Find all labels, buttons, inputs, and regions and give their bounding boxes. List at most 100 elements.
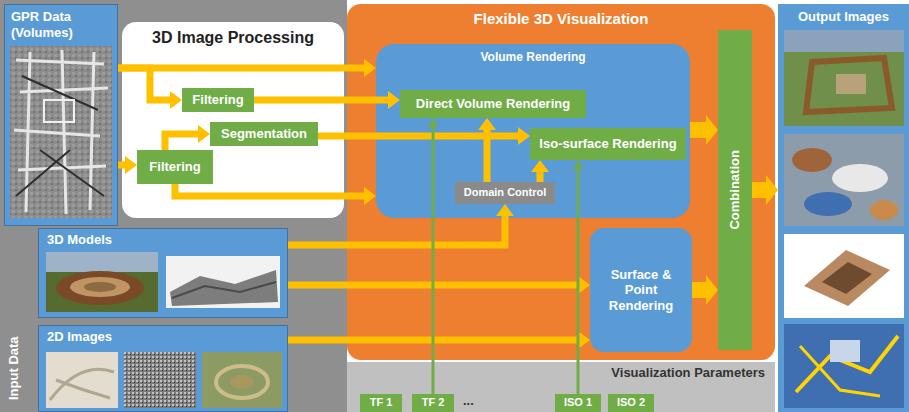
output-image <box>784 134 904 226</box>
box-title: Output Images <box>778 4 909 30</box>
photo-image <box>46 352 118 408</box>
box-label: Combination <box>727 150 743 229</box>
connector-line <box>118 68 171 100</box>
connector-line <box>288 282 579 289</box>
arrow-head <box>578 331 590 349</box>
parameter-arrow <box>428 118 438 394</box>
parameter-box: TF 1 <box>360 394 402 412</box>
flow-arrow <box>165 125 210 150</box>
arrow-head <box>388 91 400 109</box>
box-label: Segmentation <box>221 126 307 142</box>
process-box: Iso-surface Rendering <box>530 128 686 160</box>
connector-line <box>318 133 519 140</box>
arrow-head <box>198 125 210 143</box>
box-label: Input Data <box>6 336 22 400</box>
noise-image <box>124 352 196 408</box>
connector-line <box>288 215 505 245</box>
box-label: TF 2 <box>422 396 445 409</box>
flow-arrow <box>288 276 590 294</box>
box-label: ISO 2 <box>617 396 645 409</box>
box-title: 3D Models <box>39 229 287 251</box>
arrow-head <box>496 204 514 216</box>
box-title: Flexible 3D Visualization <box>347 4 775 34</box>
box-label: Filtering <box>192 92 243 108</box>
arrow-head <box>706 115 718 145</box>
processing-box: 3D Image ProcessingFilteringSegmentation… <box>122 22 344 218</box>
flow-arrow <box>118 68 182 109</box>
arrow-head <box>170 91 182 109</box>
flow-arrow <box>254 91 400 109</box>
arrow-head <box>518 127 530 145</box>
arrow-head <box>125 156 137 174</box>
arrow-head <box>578 276 590 294</box>
arrow-head <box>428 118 438 127</box>
connector-line <box>432 126 435 394</box>
connector-line <box>254 97 389 104</box>
data-box: 2D Images <box>38 325 288 412</box>
box-title: Visualization Parameters <box>347 362 775 384</box>
process-box: Filtering <box>137 150 213 184</box>
connector-line <box>484 129 491 182</box>
ellipsis-label: ... <box>463 393 474 408</box>
aerial-image <box>202 352 282 408</box>
arrow-head <box>573 160 583 169</box>
flow-arrow <box>118 156 137 174</box>
connector-line <box>288 337 579 344</box>
data-box: GPR Data (Volumes) <box>4 4 118 226</box>
parameter-band: Visualization Parameters TF 1 TF 2 ISO 1 ISO… <box>347 362 775 412</box>
connector-line <box>165 134 199 150</box>
arrow-head <box>766 175 778 205</box>
connector-line <box>690 122 707 138</box>
flow-arrow <box>692 275 718 305</box>
input-panel: Input DataGPR Data (Volumes)3D Image Pro… <box>0 0 347 412</box>
connector-line <box>752 182 767 198</box>
arrow-head <box>364 187 376 205</box>
box-title: 2D Images <box>39 326 287 348</box>
box-title: Volume Rendering <box>376 44 690 70</box>
visualization-panel: Flexible 3D VisualizationVolume Renderin… <box>347 4 775 360</box>
parameter-box: TF 2 <box>412 394 454 412</box>
connector-line <box>692 282 707 298</box>
flow-arrow <box>288 204 514 245</box>
box-label: Domain Control <box>464 186 547 199</box>
rendering-box: Surface & Point Rendering <box>590 228 692 352</box>
flow-arrow <box>118 59 376 77</box>
gpr-image <box>10 46 112 218</box>
output-image <box>784 324 904 408</box>
output-image <box>784 30 904 126</box>
box-label: Direct Volume Rendering <box>416 96 570 112</box>
model-image <box>46 252 158 312</box>
flow-arrow <box>175 184 376 205</box>
process-box: Direct Volume Rendering <box>400 90 586 118</box>
arrow-head <box>364 59 376 77</box>
box-label: ISO 1 <box>564 396 592 409</box>
combination-bar: Combination <box>718 30 752 350</box>
process-box: Filtering <box>182 88 254 112</box>
terrain-image <box>166 256 280 308</box>
connector-line <box>175 184 365 196</box>
parameter-box: ISO 2 <box>608 394 654 412</box>
flow-arrow <box>531 160 549 182</box>
connector-line <box>118 162 126 169</box>
arrow-head <box>531 160 549 172</box>
parameter-box: ISO 1 <box>555 394 601 412</box>
box-label: Surface & Point Rendering <box>595 267 687 314</box>
connector-line <box>577 168 580 394</box>
parameter-arrow <box>573 160 583 394</box>
box-title: GPR Data (Volumes) <box>5 5 117 44</box>
box-label: Iso-surface Rendering <box>539 136 676 152</box>
connector-line <box>118 65 365 72</box>
process-box: Segmentation <box>210 122 318 146</box>
rendering-group: Volume RenderingDirect Volume RenderingI… <box>376 44 690 218</box>
connector-line <box>537 171 544 182</box>
flow-arrow <box>478 118 496 182</box>
box-label: TF 1 <box>370 396 393 409</box>
output-image <box>784 234 904 318</box>
flow-arrow <box>752 175 778 205</box>
flow-arrow <box>288 331 590 349</box>
output-panel: Output Images <box>778 4 909 412</box>
flow-arrow <box>690 115 718 145</box>
